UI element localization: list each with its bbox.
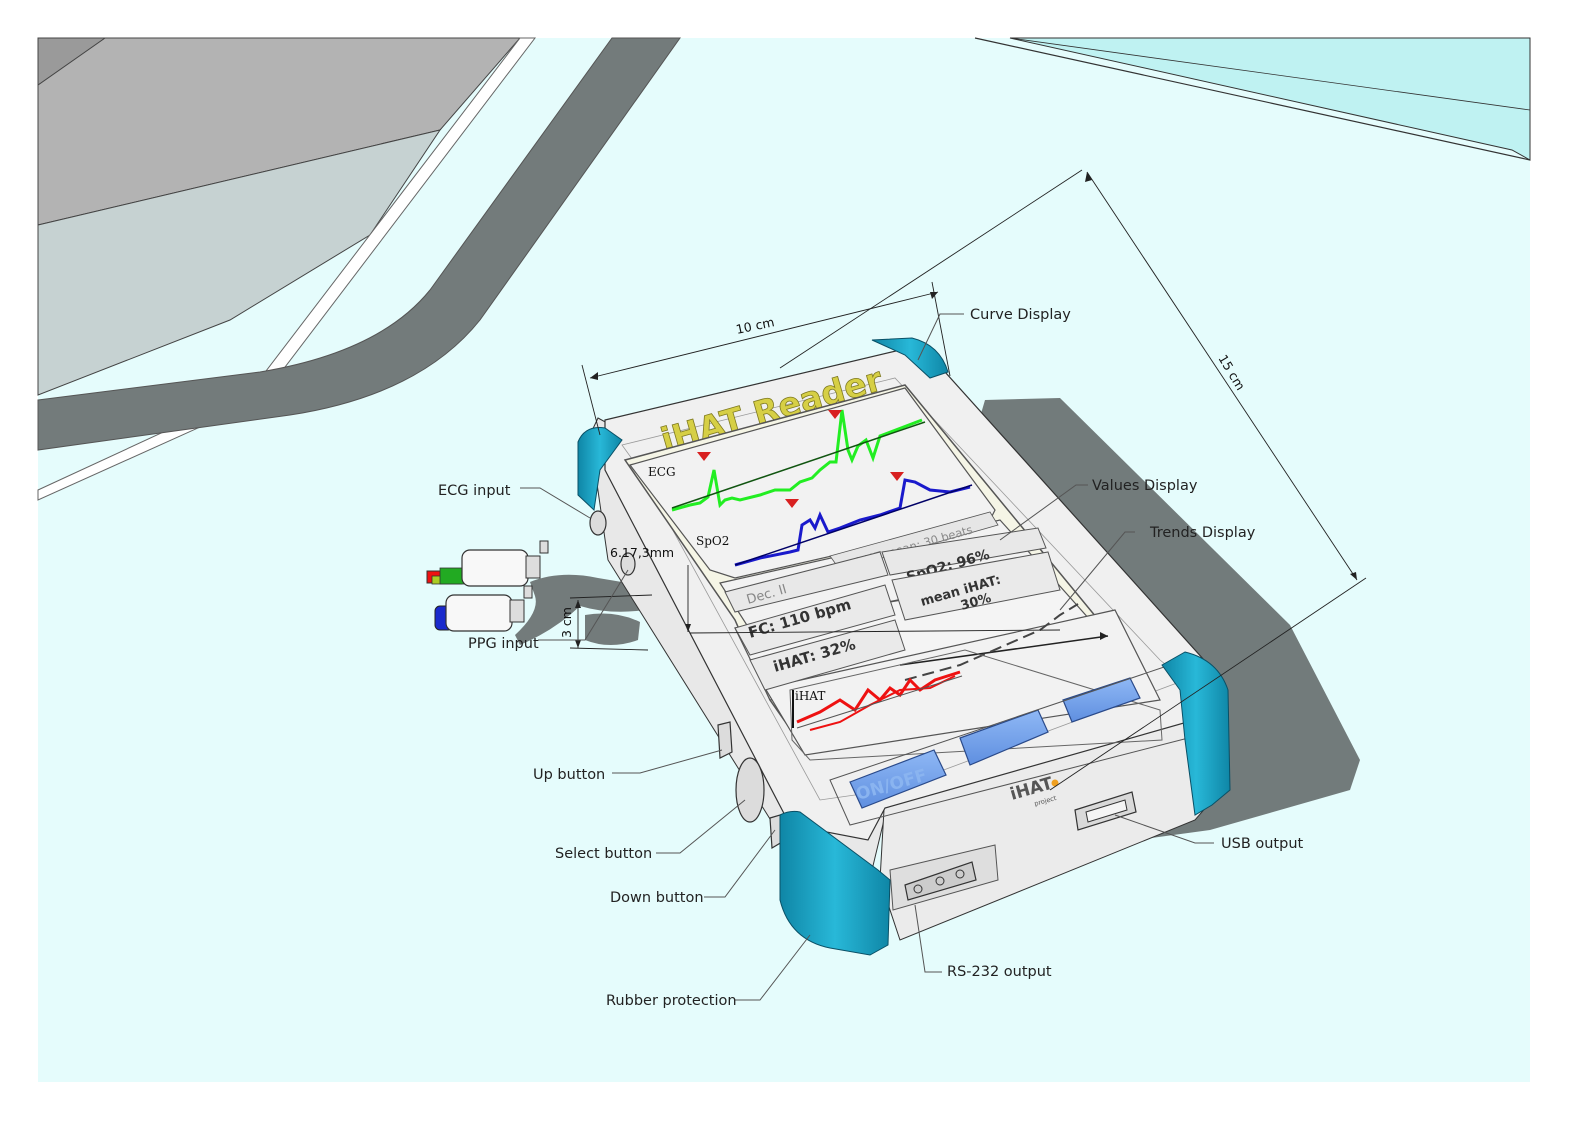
- dim-connector-label: 6.17,3mm: [610, 545, 674, 560]
- connector-shadow: [515, 574, 645, 645]
- top-button-middle[interactable]: [959, 709, 1049, 766]
- label-usb-output: USB output: [1221, 836, 1304, 852]
- on-off-button[interactable]: [849, 749, 947, 809]
- label-rubber-protection: Rubber protection: [606, 993, 737, 1009]
- rubber-corner-front-right: [1161, 651, 1231, 816]
- ecg-marker-1: [697, 452, 711, 461]
- rubber-corner-back-right: [871, 337, 949, 379]
- dim-height: 3 cm: [559, 565, 1061, 651]
- ppg-input-socket: [620, 552, 636, 576]
- label-ppg-input: PPG input: [468, 636, 539, 652]
- ecg-trace: [671, 409, 923, 512]
- select-button[interactable]: [735, 757, 765, 823]
- back-panel-light: [37, 129, 442, 396]
- trend-axis: [899, 635, 1109, 666]
- rubber-corner-front-left: [779, 810, 891, 956]
- top-button-right[interactable]: [1062, 677, 1141, 723]
- label-trends-display: Trends Display: [1149, 525, 1256, 541]
- up-button[interactable]: [717, 721, 733, 759]
- ecg-input-socket: [589, 510, 607, 536]
- label-down-button: Down button: [610, 890, 704, 906]
- label-rs232-output: RS-232 output: [947, 964, 1052, 980]
- trend-label: iHAT: [795, 689, 825, 703]
- label-up-button: Up button: [533, 767, 605, 783]
- label-select-button: Select button: [555, 846, 652, 862]
- label-ecg-input: ECG input: [438, 483, 511, 499]
- spo2-trace: [734, 478, 971, 567]
- label-curve-display: Curve Display: [970, 307, 1071, 323]
- ecg-label: ECG: [648, 465, 676, 479]
- spo2-marker-2: [890, 472, 904, 481]
- road-band: [37, 37, 681, 451]
- spo2-label: SpO2: [696, 534, 729, 548]
- ppg-connector: [434, 585, 533, 632]
- trend-area: [789, 649, 1163, 761]
- back-panel-top: [37, 37, 107, 86]
- spo2-marker-1: [785, 499, 799, 508]
- label-values-display: Values Display: [1092, 478, 1198, 494]
- dim-height-label: 3 cm: [559, 607, 574, 638]
- ecg-marker-2: [828, 410, 842, 419]
- ecg-connector: [426, 540, 549, 587]
